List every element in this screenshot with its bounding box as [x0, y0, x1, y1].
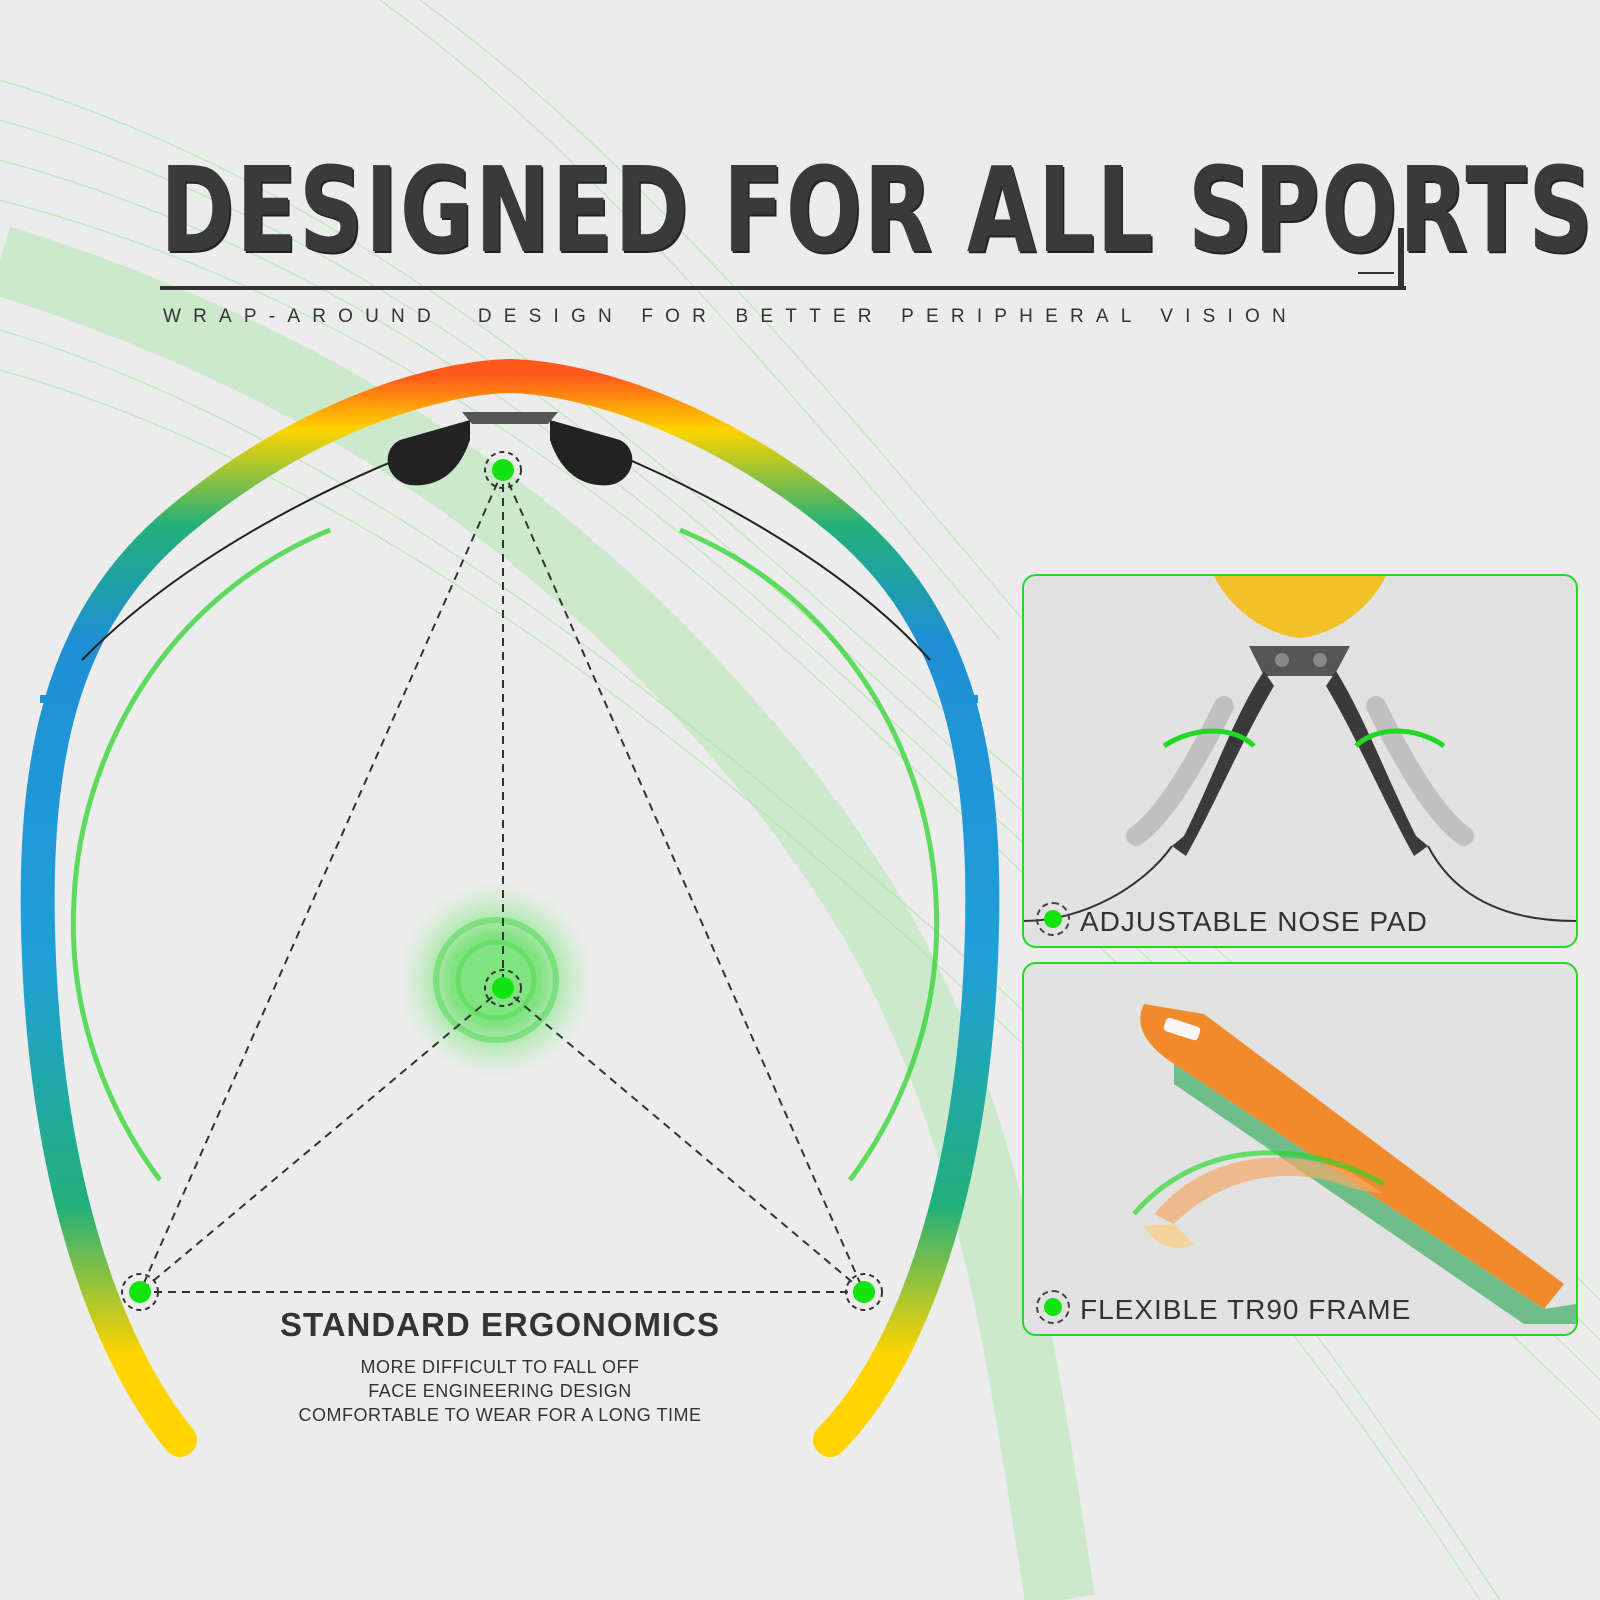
ergonomics-diagram: [139, 469, 865, 1293]
headline: DESIGNED FOR ALL SPORTS: [160, 141, 1595, 279]
feature-panel-tr90-frame: FLEXIBLE TR90 FRAME: [1022, 962, 1578, 1336]
headline-bracket-inner: [1358, 272, 1394, 274]
feature-bullet-icon: [1036, 902, 1070, 936]
motion-arc-left: [70, 527, 331, 1182]
ergonomics-line: COMFORTABLE TO WEAR FOR A LONG TIME: [298, 1405, 702, 1425]
headline-bracket: [1398, 228, 1404, 290]
ergonomics-description: MORE DIFFICULT TO FALL OFF FACE ENGINEER…: [200, 1355, 800, 1427]
motion-arc-right: [679, 527, 940, 1182]
subheadline: WRAP-AROUND DESIGN FOR BETTER PERIPHERAL…: [163, 306, 1298, 327]
ergonomics-title: STANDARD ERGONOMICS: [279, 1306, 721, 1343]
headline-underline: [160, 286, 1406, 290]
feature-label: FLEXIBLE TR90 FRAME: [1080, 1294, 1412, 1325]
feature-label: ADJUSTABLE NOSE PAD: [1080, 906, 1428, 937]
anchor-points: [121, 451, 883, 1311]
feature-panel-nose-pad: ADJUSTABLE NOSE PAD: [1022, 574, 1578, 948]
swoosh-band: [0, 226, 1095, 1600]
ergonomics-line: FACE ENGINEERING DESIGN: [368, 1381, 632, 1401]
ergonomics-line: MORE DIFFICULT TO FALL OFF: [360, 1357, 640, 1377]
temple-arm-illustration: [1132, 1004, 1576, 1324]
nose-pad-illustration: [1024, 576, 1576, 922]
glasses-frame: [20, 358, 1000, 1457]
feature-bullet-icon: [1036, 1290, 1070, 1324]
